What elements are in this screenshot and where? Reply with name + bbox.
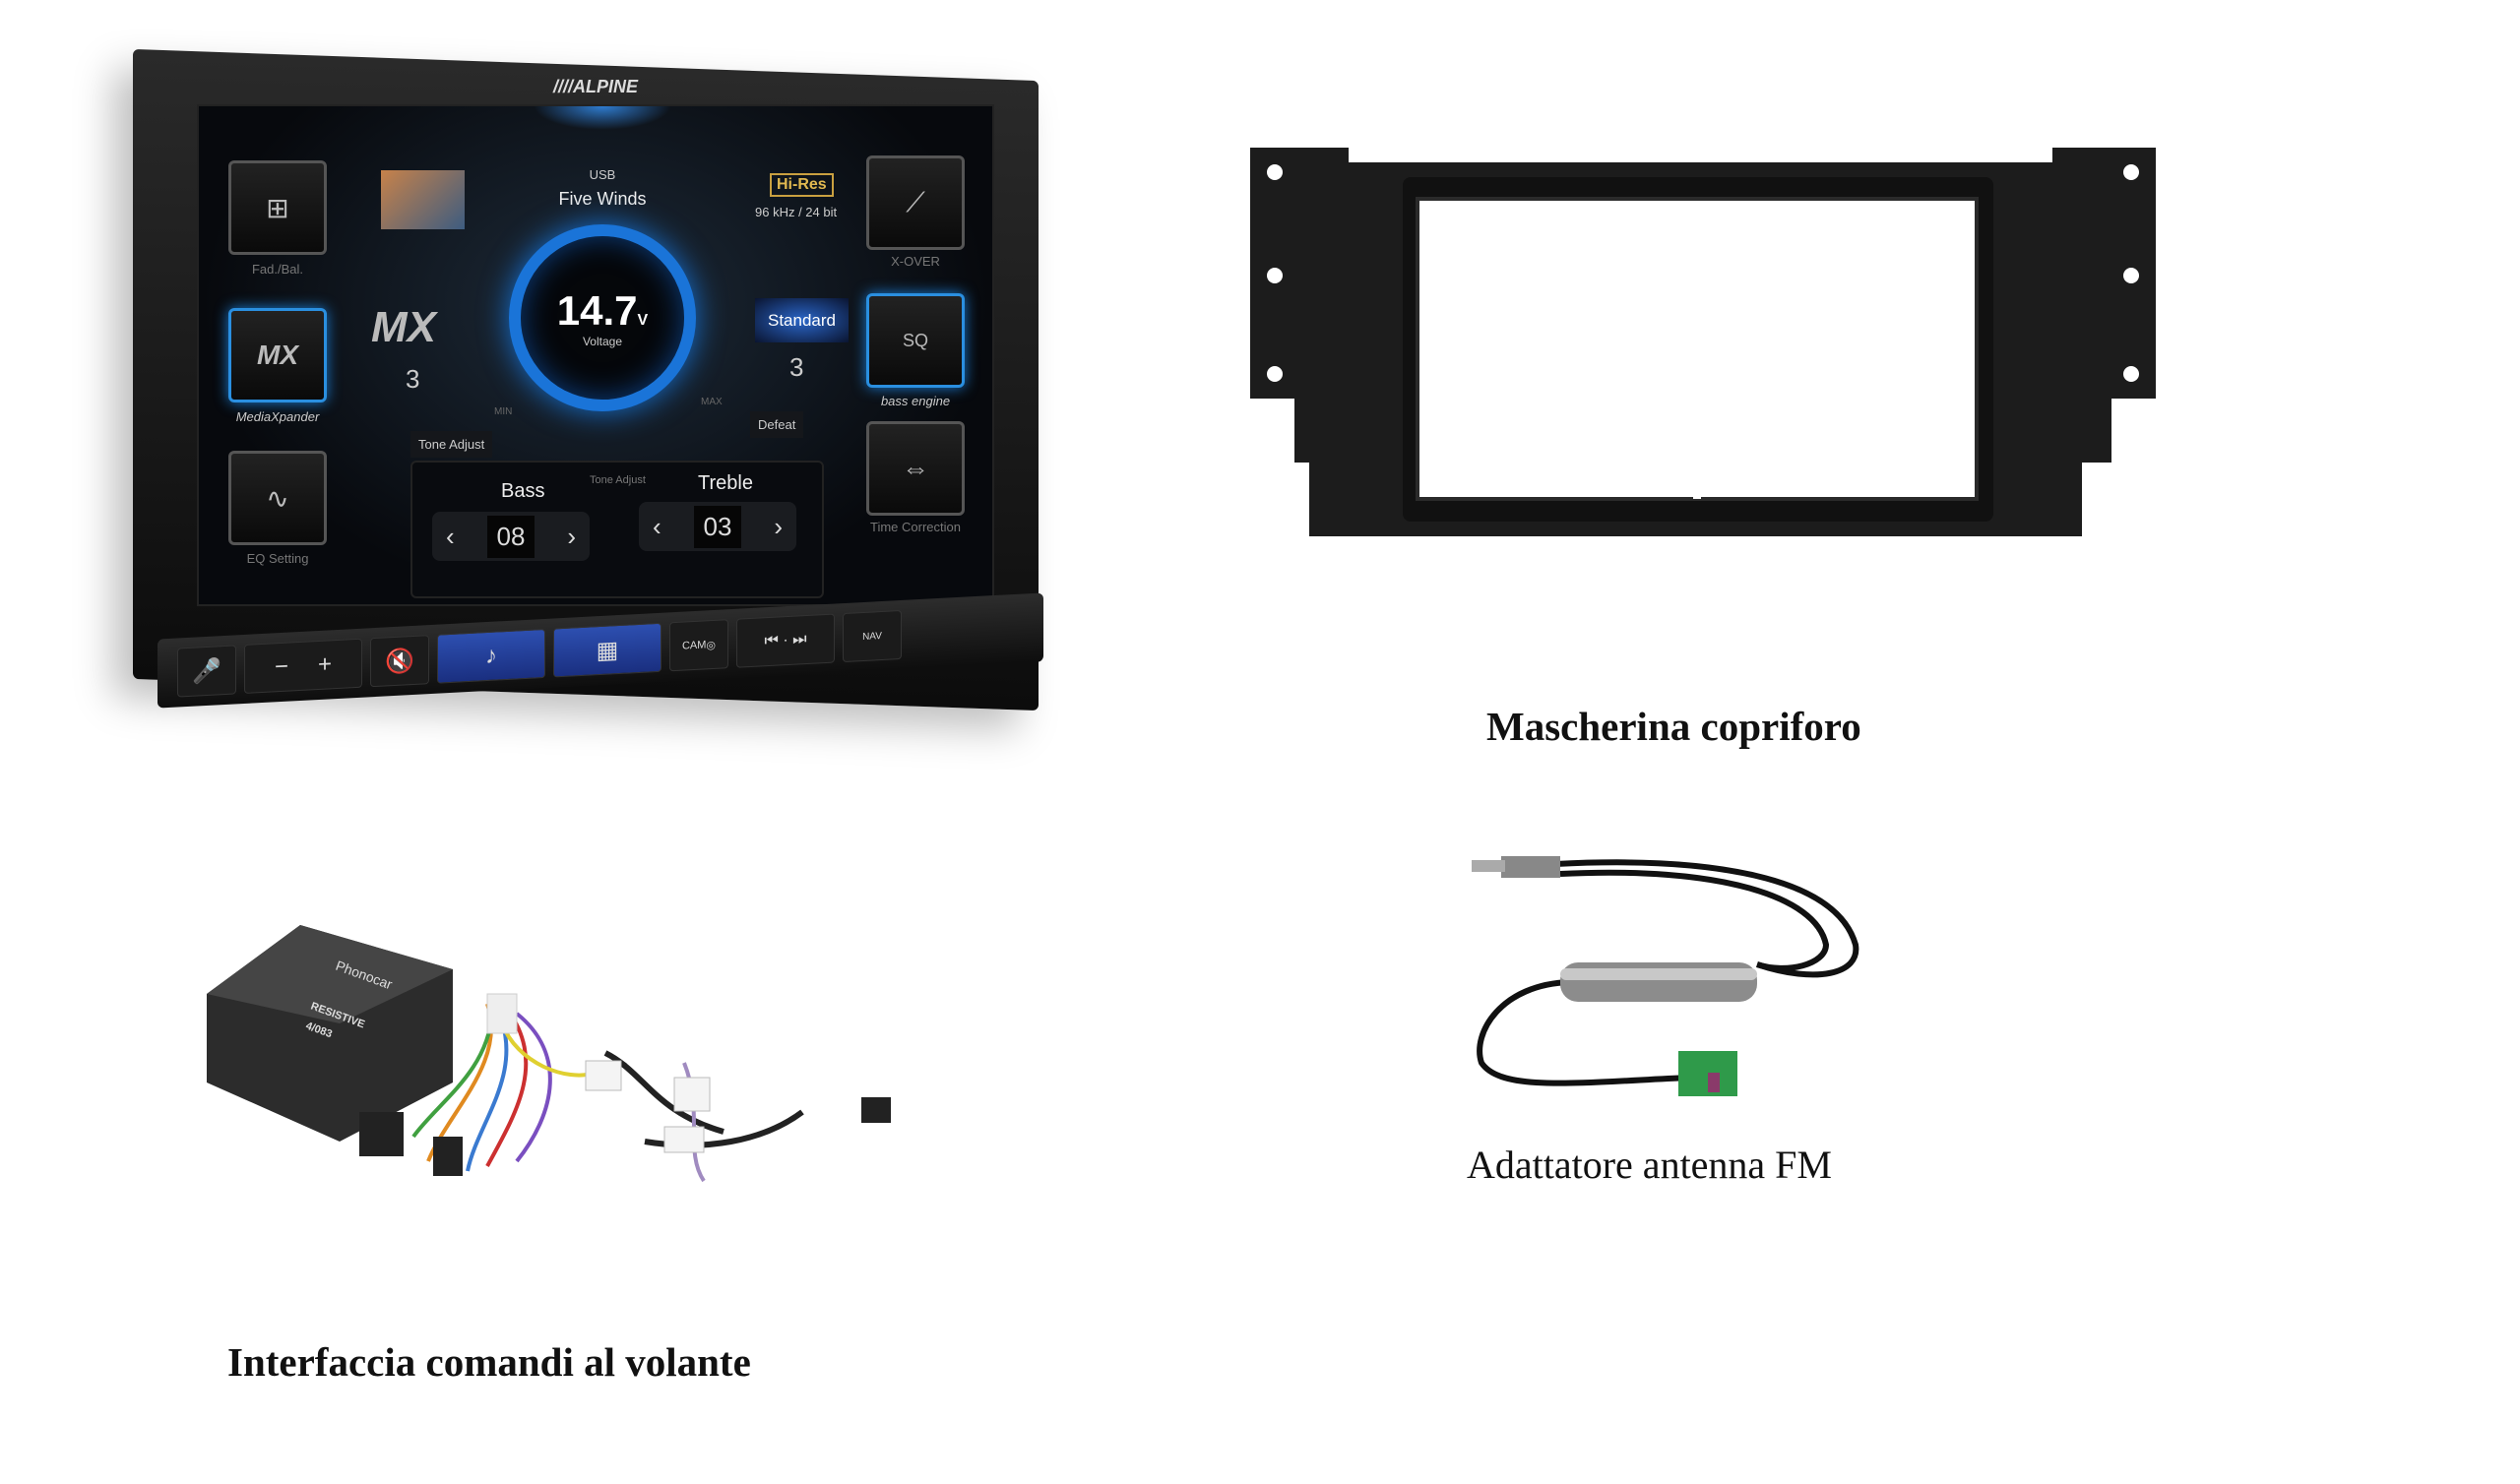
mx-level: 3: [406, 364, 420, 394]
xover-tile[interactable]: ⟋: [866, 155, 965, 250]
volume-down-icon[interactable]: −: [274, 652, 288, 681]
standard-level: 3: [789, 352, 804, 382]
treble-increase-icon[interactable]: ›: [774, 511, 783, 541]
album-art: [381, 170, 465, 229]
mx-logo: MX: [371, 303, 436, 351]
bass-increase-icon[interactable]: ›: [567, 521, 576, 551]
time-correction-label: Time Correction: [870, 520, 961, 534]
camera-button[interactable]: CAM◎: [669, 619, 728, 672]
cam-label: CAM: [681, 639, 707, 652]
treble-decrease-icon[interactable]: ‹: [653, 511, 662, 541]
bass-stepper[interactable]: ‹ 08 ›: [432, 512, 590, 561]
fad-bal-label: Fad./Bal.: [251, 262, 304, 277]
pull-down-handle: [534, 106, 671, 130]
steering-interface-image: Phonocar RESISTIVE 4/083: [207, 925, 891, 1183]
tone-adjust-button[interactable]: Tone Adjust: [410, 431, 493, 458]
alpine-logo: ////ALPINE: [552, 77, 638, 96]
volume-rocker[interactable]: −+: [244, 638, 362, 694]
hires-badge: Hi-Res: [770, 173, 834, 197]
volume-up-icon[interactable]: +: [318, 650, 333, 679]
menu-button[interactable]: ▦: [553, 622, 662, 678]
nav-button[interactable]: NAV: [843, 609, 902, 663]
voltage-gauge: 14.7V Voltage: [509, 224, 696, 411]
antenna-adapter-image: [1472, 856, 1859, 1096]
audio-format: 96 kHz / 24 bit: [755, 205, 838, 219]
eq-setting-label: EQ Setting: [246, 551, 309, 566]
stereo-screen: ////ALPINE ⊞ Fad./Bal. MX MediaXpander ∿…: [197, 77, 994, 606]
bass-value: 08: [486, 515, 536, 558]
mounting-bezel-image: [1250, 148, 2156, 536]
tone-adjust-title: Tone Adjust: [590, 474, 646, 486]
bass-decrease-icon[interactable]: ‹: [446, 521, 455, 551]
antenna-caption: Adattatore antenna FM: [1467, 1143, 1832, 1187]
track-title: Five Winds: [558, 189, 647, 209]
time-correction-tile[interactable]: ⇔: [866, 421, 965, 516]
bass-engine-sq-tile[interactable]: SQ: [866, 293, 965, 388]
sq-label: SQ: [902, 330, 928, 350]
voltage-value: 14.7: [556, 287, 638, 334]
gauge-max: MAX: [701, 397, 723, 407]
microphone-button[interactable]: 🎤: [177, 645, 236, 698]
bass-label: Bass: [501, 480, 545, 502]
xover-label: X-OVER: [891, 254, 940, 269]
bass-engine-label: bass engine: [880, 394, 951, 408]
voltage-label: Voltage: [582, 335, 623, 348]
gauge-min: MIN: [494, 406, 513, 417]
treble-value: 03: [693, 505, 742, 548]
tone-adjust-panel: Tone Adjust Bass Treble ‹ 08 › ‹ 03 ›: [410, 461, 824, 598]
car-stereo-image: ////ALPINE ⊞ Fad./Bal. MX MediaXpander ∿…: [59, 48, 1073, 711]
mediaxpander-label: MediaXpander: [235, 409, 320, 424]
voltage-unit: V: [637, 312, 649, 329]
interface-caption: Interfaccia comandi al volante: [227, 1339, 751, 1385]
bezel-caption: Mascherina copriforo: [1486, 704, 1861, 749]
source-label: USB: [589, 167, 616, 182]
standard-mode-button[interactable]: Standard: [755, 298, 849, 342]
defeat-button[interactable]: Defeat: [750, 411, 804, 438]
mute-button[interactable]: 🔇: [370, 635, 429, 688]
eq-setting-tile[interactable]: ∿: [228, 451, 327, 545]
nav-label: NAV: [862, 630, 882, 643]
track-skip-buttons[interactable]: ⏮ · ⏭: [736, 613, 835, 668]
treble-label: Treble: [698, 472, 753, 494]
audio-button[interactable]: ♪: [437, 628, 545, 684]
fad-bal-tile[interactable]: ⊞: [228, 160, 327, 255]
mediaxpander-tile[interactable]: MX: [228, 308, 327, 402]
treble-stepper[interactable]: ‹ 03 ›: [639, 502, 796, 551]
mx-tile-logo: MX: [257, 340, 298, 370]
